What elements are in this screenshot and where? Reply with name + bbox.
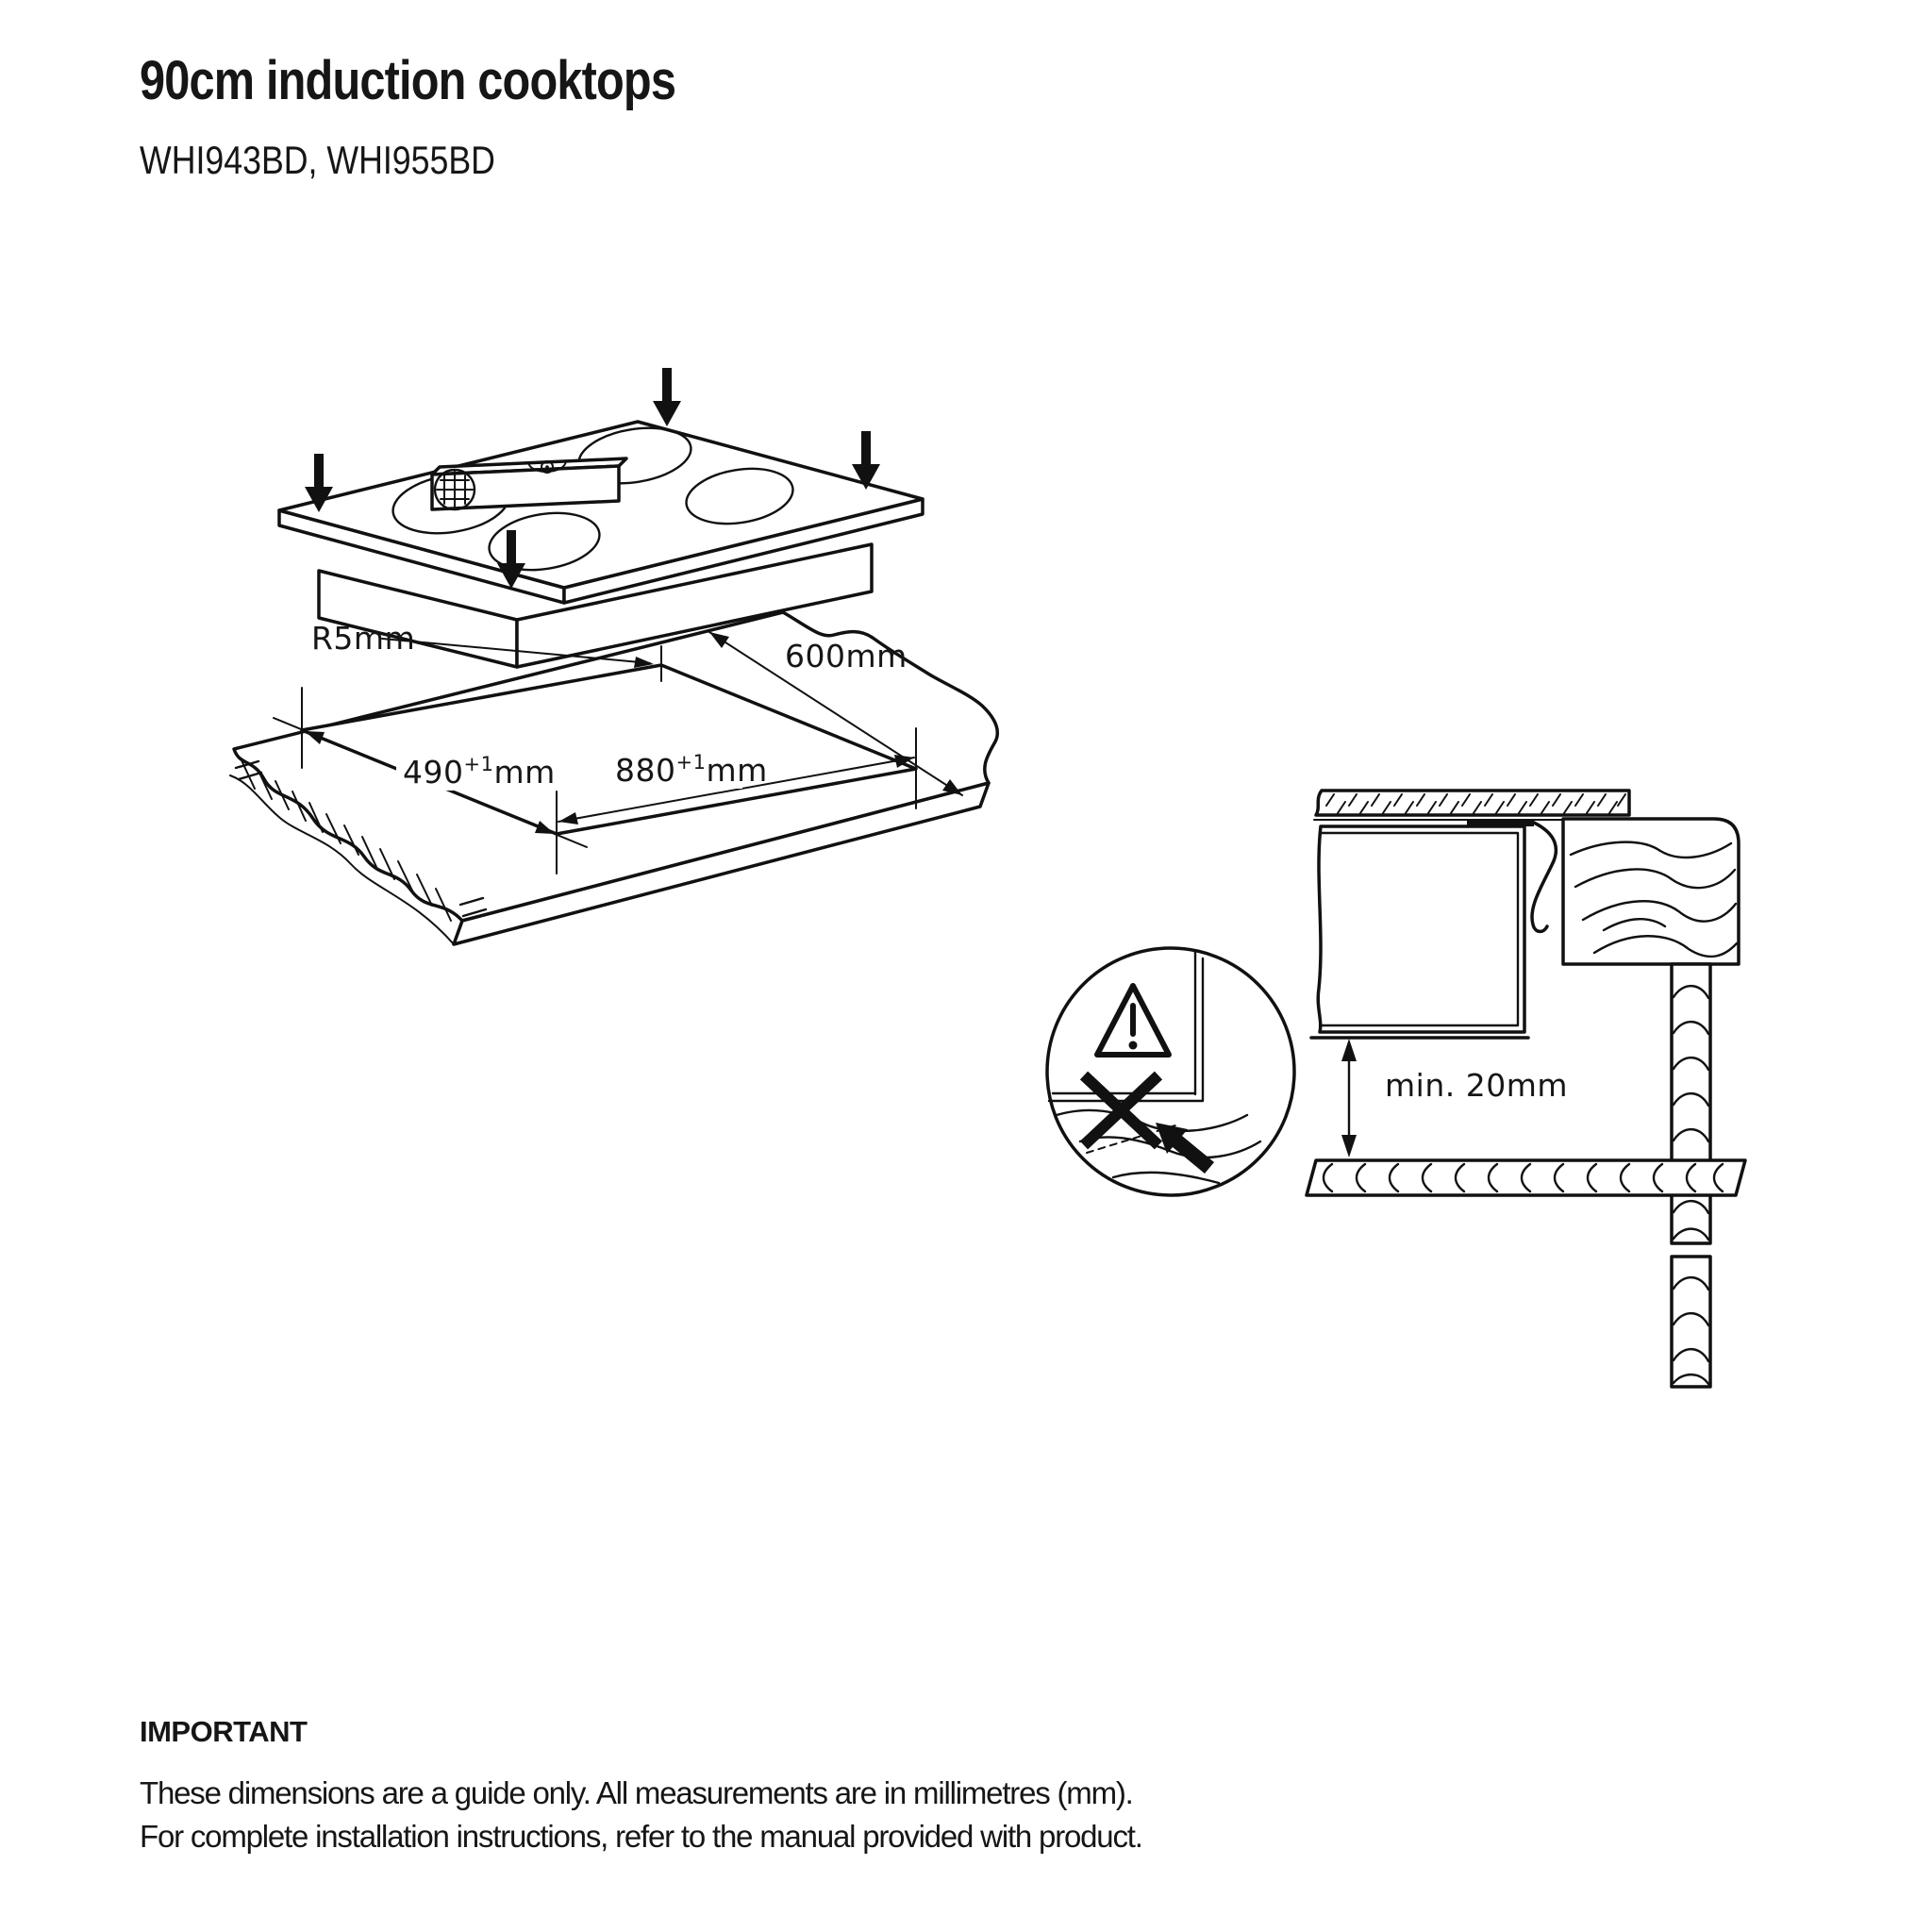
dimension-label-min-clearance: min. 20mm [1385,1067,1568,1104]
press-down-arrow [852,431,880,490]
cooktop-body-outline [1316,824,1526,1034]
break-mark [458,896,488,918]
footer-note-line: For complete installation instructions, … [140,1819,1143,1854]
cooktop-illustration [277,368,924,669]
cross-icon [1079,1071,1163,1150]
control-notch [527,460,567,473]
burner-ring [685,467,794,525]
footer-heading: IMPORTANT [140,1715,308,1748]
cooktop-glass-surface [277,420,924,590]
break-mark [234,759,263,781]
mounting-flange [1467,819,1534,826]
pointer-arrow-icon [1156,1123,1214,1174]
cabinet-side-panel [1670,962,1712,1245]
footer-notes: IMPORTANT These dimensions are a guide o… [140,1715,1143,1858]
shelf-panel [1305,1158,1747,1197]
cooktop-body-inner-line [1318,831,1520,1027]
trim-hatching [1325,793,1626,814]
clearance-cross-section-diagram: min. 20mm [1045,789,1747,1389]
press-down-arrow [497,530,525,589]
dimension-annotations: R5mm 600mm 490+1mm 880+1mm [273,620,963,874]
warning-detail-circle [1045,946,1296,1197]
press-down-arrow [305,454,333,512]
worktop-trim-strip [1314,789,1631,817]
body-corner-lines [1047,950,1205,1103]
cabinet-side-panel-lower [1670,1255,1712,1389]
countertop-torn-edge-contour [229,774,455,945]
press-down-arrow [653,368,681,426]
page-title: 90cm induction cooktops [140,50,676,111]
wood-grain [1322,1162,1724,1193]
dimension-label-cutout-depth: 490+1mm [403,753,556,791]
burner-ring [488,511,601,572]
cooktop-body-section [1309,821,1558,1040]
benchtop-wood-block [1561,817,1740,966]
dimension-label-cutout-width: 880+1mm [615,751,768,789]
model-numbers: WHI943BD, WHI955BD [140,138,495,182]
dimension-label-corner-radius: R5mm [311,620,415,657]
footer-note-line: These dimensions are a guide only. All m… [140,1775,1134,1810]
dimension-label-counter-depth: 600mm [785,638,908,675]
countertop-cross-section [1313,789,1631,826]
torn-edge-hatching [241,759,452,922]
wood-grain [1569,841,1739,958]
wood-grain [1672,1275,1710,1386]
warning-triangle-icon [1094,983,1172,1058]
spring-clip [1530,821,1558,934]
cutout-isometric-diagram: R5mm 600mm 490+1mm 880+1mm [229,368,999,946]
min-clearance-dimension: min. 20mm [1341,1039,1568,1158]
control-dial [433,468,476,511]
control-box [430,457,628,511]
